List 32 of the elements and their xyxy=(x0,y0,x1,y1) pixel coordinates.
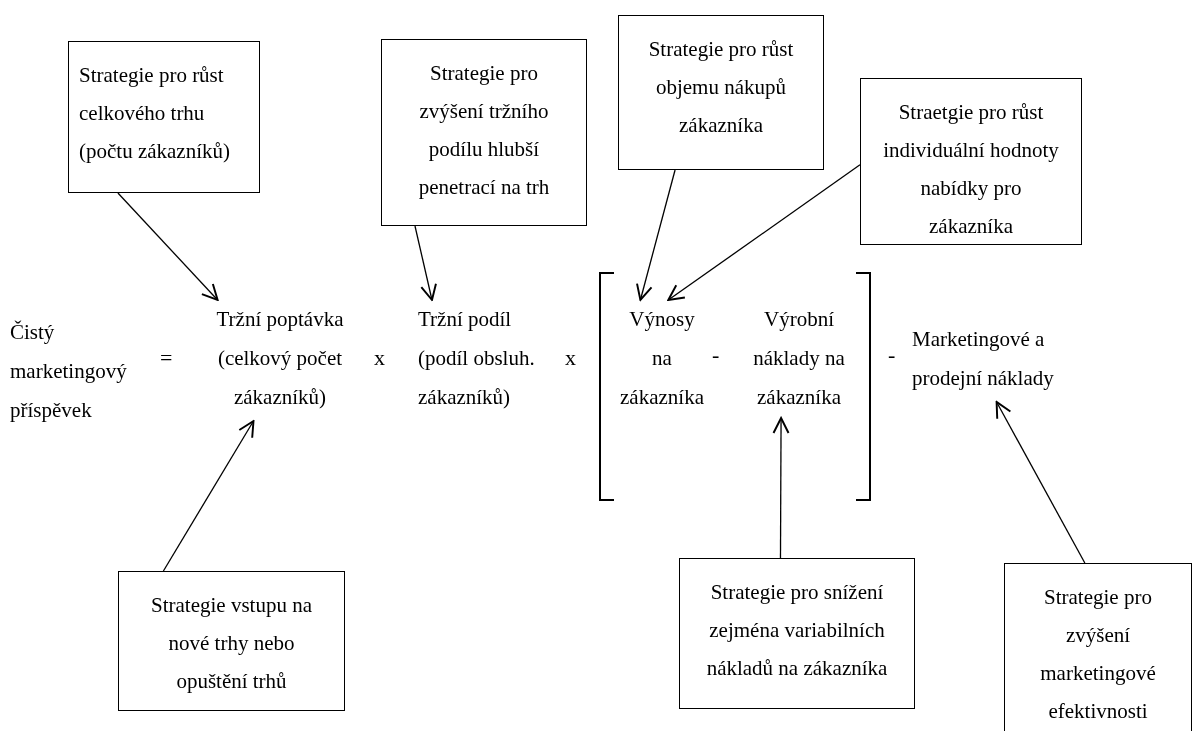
formula-term: Marketingové a prodejní náklady xyxy=(912,320,1092,402)
strategy-text: Strategie pro zvýšení tržního podílu hlubší penetrací na trh xyxy=(417,60,551,201)
strategy-text: Strategie pro růst celkového trhu (počtu zákazníků) xyxy=(79,62,231,165)
arrow xyxy=(162,420,255,572)
formula-term: Tržní poptávka (celkový počet zákazníků) xyxy=(202,300,358,421)
operator-sign: x xyxy=(565,345,576,371)
formula-term: Čistý marketingový příspěvek xyxy=(10,313,130,431)
operator-sign: - xyxy=(712,342,720,368)
strategy-box xyxy=(1004,563,1192,731)
operator-sign: - xyxy=(888,342,896,368)
strategy-text: Strategie pro růst objemu nákupů zákazníka xyxy=(647,36,795,139)
strategy-box xyxy=(381,39,587,226)
arrow xyxy=(414,225,437,301)
strategy-text: Strategie pro zvýšení marketingové efektivnosti xyxy=(1039,584,1157,725)
arrow xyxy=(772,417,790,559)
strategy-box xyxy=(68,41,260,193)
arrow xyxy=(117,192,219,301)
strategy-box xyxy=(679,558,915,709)
operator-sign: x xyxy=(374,345,385,371)
formula-term: Tržní podíl (podíl obsluh. zákazníků) xyxy=(418,300,558,421)
strategy-box xyxy=(118,571,345,711)
strategy-text: Straetgie pro růst individuální hodnoty nabídky pro zákazníka xyxy=(882,99,1060,240)
strategy-text: Strategie pro snížení zejména variabilních nákladů na zákazníka xyxy=(705,579,889,682)
strategy-box xyxy=(618,15,824,170)
arrow xyxy=(667,164,861,301)
operator-sign: = xyxy=(160,345,173,371)
strategy-text: Strategie vstupu na nové trhy nebo opuštění trhů xyxy=(150,592,313,695)
arrow xyxy=(995,401,1086,564)
formula-term: Výnosy na zákazníka xyxy=(617,300,707,421)
strategy-box xyxy=(860,78,1082,245)
arrow xyxy=(636,169,676,301)
formula-term: Výrobní náklady na zákazníka xyxy=(735,300,863,418)
